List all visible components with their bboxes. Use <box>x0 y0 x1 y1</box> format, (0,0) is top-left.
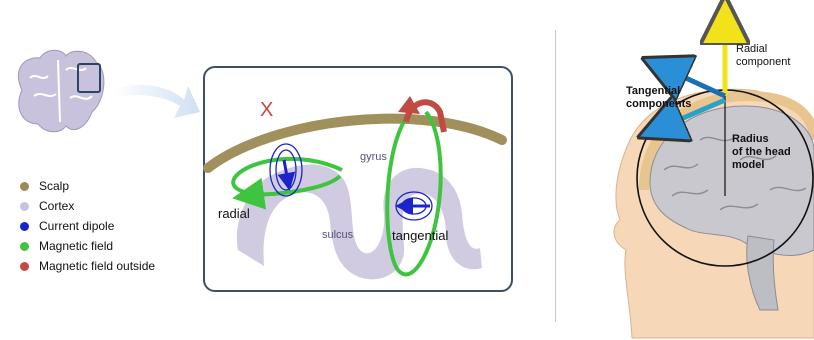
panel-divider <box>555 30 556 322</box>
legend: Scalp Cortex Current dipole Magnetic fie… <box>20 176 155 276</box>
legend-item-current-dipole: Current dipole <box>20 216 155 236</box>
legend-swatch <box>20 201 29 211</box>
legend-swatch <box>20 181 29 191</box>
legend-swatch <box>20 221 29 231</box>
radial-component-label: Radial component <box>736 43 790 68</box>
radial-dipole <box>269 143 303 197</box>
brain-shape <box>649 105 814 256</box>
tangential-field-loop <box>385 110 443 277</box>
tangential-dipole <box>395 191 433 221</box>
tangential-component-arrow-icon <box>660 100 726 128</box>
scalp-arc <box>203 113 507 173</box>
legend-label: Current dipole <box>39 219 115 233</box>
legend-label: Scalp <box>39 179 70 193</box>
legend-label: Cortex <box>39 199 75 213</box>
scalp-ring <box>639 90 814 191</box>
legend-item-magnetic-field-outside: Magnetic field outside <box>20 256 155 276</box>
x-mark: X <box>260 99 273 121</box>
brain-thumbnail-icon <box>17 49 105 133</box>
legend-swatch <box>20 261 29 271</box>
tangential-component-arrow-icon <box>664 68 727 96</box>
legend-label: Magnetic field outside <box>39 259 156 273</box>
legend-item-scalp: Scalp <box>20 176 155 196</box>
brainstem-shape <box>746 235 779 311</box>
legend-item-magnetic-field: Magnetic field <box>20 236 155 256</box>
outside-field-arc <box>403 99 447 133</box>
radius-label: Radius of the head model <box>732 133 794 171</box>
brain-folds <box>663 136 807 211</box>
radial-field-arrow-icon <box>232 177 267 210</box>
outside-field-arrow-icon <box>398 96 420 114</box>
zoom-arrow-icon <box>112 85 200 118</box>
radial-label: radial <box>218 206 250 221</box>
sulcus-label: sulcus <box>322 229 354 241</box>
tangential-components-label: Tangential components <box>626 85 691 110</box>
legend-label: Magnetic field <box>39 239 114 253</box>
legend-item-cortex: Cortex <box>20 196 155 216</box>
legend-swatch <box>20 241 29 251</box>
tangential-label: tangential <box>392 228 448 243</box>
gyrus-label: gyrus <box>360 151 387 163</box>
